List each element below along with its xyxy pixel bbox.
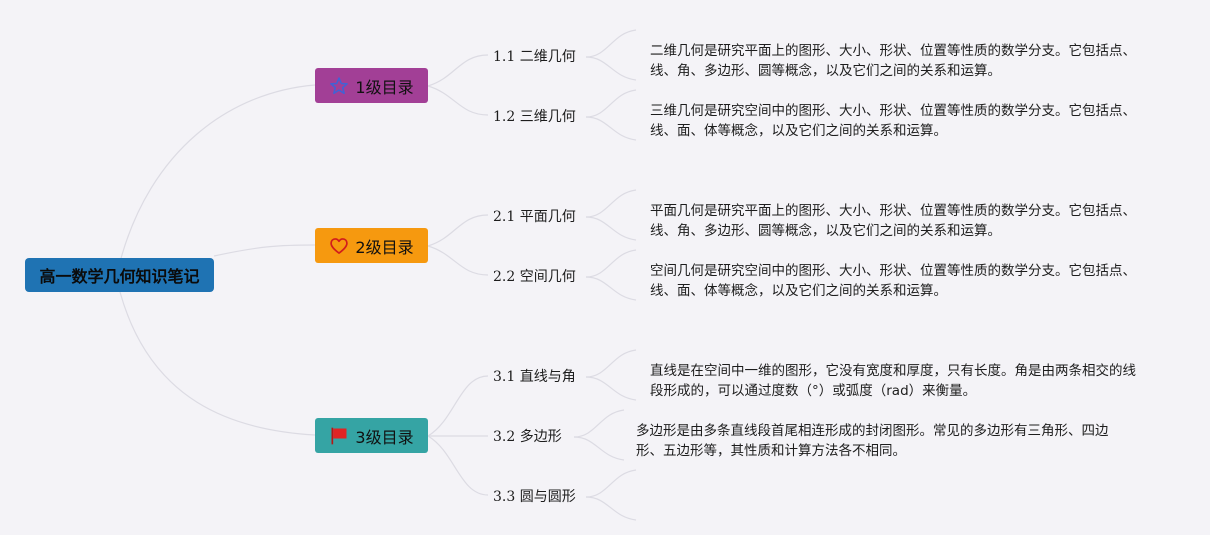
note-2-1[interactable]: 平面几何是研究平面上的图形、大小、形状、位置等性质的数学分支。它包括点、线、角、… [650, 203, 1136, 239]
heart-icon [329, 236, 349, 256]
branch-topic-2[interactable]: 2级目录 [315, 228, 428, 263]
branch-topic-1[interactable]: 1级目录 [315, 68, 428, 103]
root-topic[interactable]: 高一数学几何知识笔记 [25, 258, 214, 292]
flag-icon [329, 426, 349, 446]
branch-topic-3-label: 3级目录 [355, 427, 414, 447]
branch-topic-2-label: 2级目录 [355, 237, 414, 257]
branch-topic-1-label: 1级目录 [355, 77, 414, 97]
note-3-2[interactable]: 多边形是由多条直线段首尾相连形成的封闭图形。常见的多边形有三角形、四边形、五边形… [636, 423, 1109, 459]
note-1-2[interactable]: 三维几何是研究空间中的图形、大小、形状、位置等性质的数学分支。它包括点、线、面、… [650, 103, 1136, 139]
subtopic-2-2[interactable]: 2.2 空间几何 [493, 269, 576, 285]
subtopic-1-1[interactable]: 1.1 二维几何 [493, 49, 576, 65]
subtopic-3-2[interactable]: 3.2 多边形 [493, 429, 562, 445]
subtopic-1-2[interactable]: 1.2 三维几何 [493, 109, 576, 125]
note-3-1[interactable]: 直线是在空间中一维的图形，它没有宽度和厚度，只有长度。角是由两条相交的线段形成的… [650, 363, 1136, 399]
note-1-1[interactable]: 二维几何是研究平面上的图形、大小、形状、位置等性质的数学分支。它包括点、线、角、… [650, 43, 1136, 79]
subtopic-3-3[interactable]: 3.3 圆与圆形 [493, 489, 576, 505]
star-icon [329, 76, 349, 96]
root-topic-label: 高一数学几何知识笔记 [39, 267, 200, 286]
subtopic-3-1[interactable]: 3.1 直线与角 [493, 369, 576, 385]
branch-topic-3[interactable]: 3级目录 [315, 418, 428, 453]
note-2-2[interactable]: 空间几何是研究空间中的图形、大小、形状、位置等性质的数学分支。它包括点、线、面、… [650, 263, 1136, 299]
subtopic-2-1[interactable]: 2.1 平面几何 [493, 209, 576, 225]
